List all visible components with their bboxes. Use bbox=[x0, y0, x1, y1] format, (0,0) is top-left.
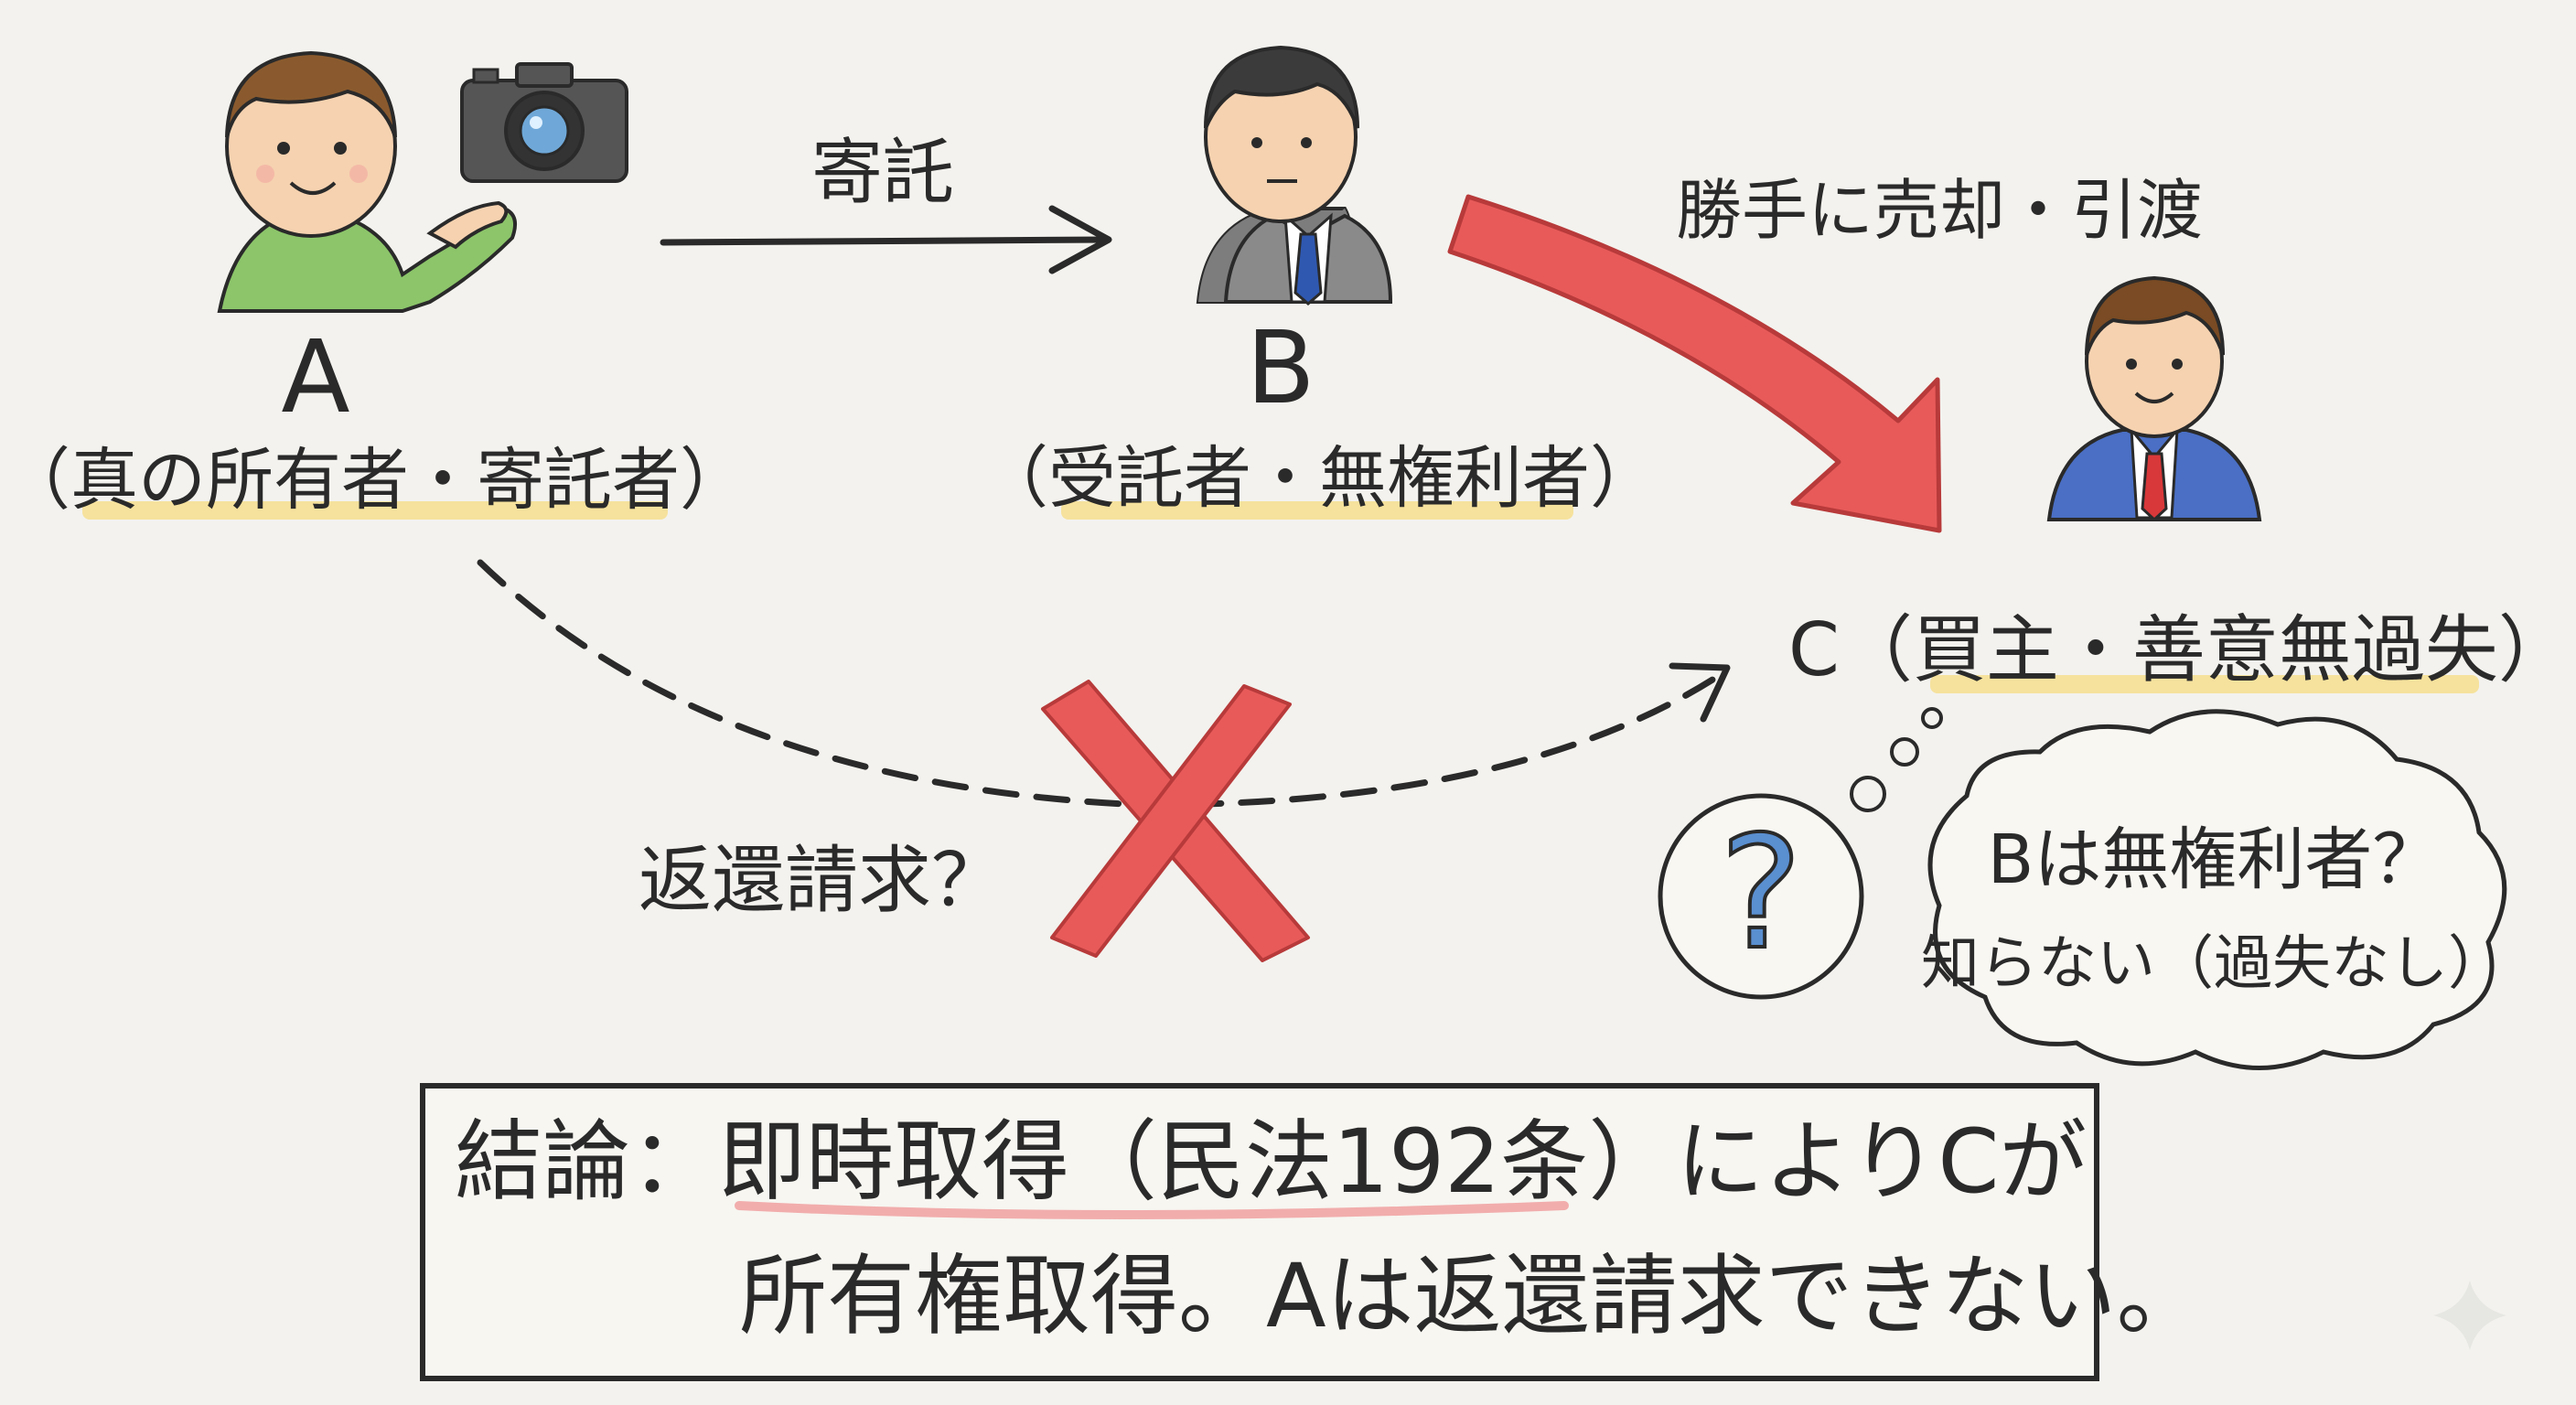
party-b-role-highlight bbox=[1061, 501, 1573, 520]
question-bubble-icon: ? bbox=[1658, 793, 1864, 1000]
conclusion-highlight: 即時取得（民法192条） bbox=[718, 1110, 1676, 1213]
thought-line-1: Bは無権利者？ bbox=[1988, 820, 2441, 899]
conclusion-prefix: 結論： bbox=[455, 1110, 718, 1213]
thought-line-2: 知らない（過失なし） bbox=[1921, 930, 2506, 998]
deposit-label: 寄託 bbox=[811, 132, 954, 214]
party-c-highlight bbox=[1930, 675, 2479, 693]
red-cross-icon bbox=[1041, 680, 1310, 962]
person-b-icon bbox=[1196, 45, 1393, 306]
return-claim-arrow bbox=[477, 559, 1731, 809]
conclusion-line-2: 所有権取得。Aは返還請求できない。 bbox=[739, 1245, 2205, 1347]
party-b-letter: B bbox=[1246, 309, 1315, 426]
camera-icon bbox=[460, 62, 628, 183]
question-mark: ? bbox=[1720, 803, 1802, 984]
sparkle-icon bbox=[2433, 1281, 2506, 1350]
party-a-letter: A bbox=[281, 318, 349, 435]
person-c-icon bbox=[2046, 275, 2262, 522]
party-a-role-highlight bbox=[82, 501, 668, 520]
return-claim-label: 返還請求？ bbox=[639, 838, 1004, 923]
sale-arrow bbox=[1447, 194, 1942, 533]
thought-dots bbox=[1850, 707, 1943, 812]
thought-cloud bbox=[1927, 709, 2507, 1070]
party-c-label: C（買主・善意無過失） bbox=[1788, 607, 2571, 692]
conclusion-highlight-underline bbox=[735, 1201, 1569, 1219]
conclusion-box bbox=[420, 1083, 2099, 1381]
person-a-icon bbox=[217, 50, 518, 313]
sale-label: 勝手に売却・引渡 bbox=[1676, 172, 2203, 249]
conclusion-line-1: 結論：即時取得（民法192条）によりCが bbox=[455, 1110, 2087, 1213]
party-b-role: （受託者・無権利者） bbox=[981, 439, 1658, 518]
deposit-arrow bbox=[660, 205, 1112, 274]
conclusion-suffix: によりCが bbox=[1676, 1110, 2087, 1213]
party-a-role: （真の所有者・寄託者） bbox=[3, 441, 747, 520]
